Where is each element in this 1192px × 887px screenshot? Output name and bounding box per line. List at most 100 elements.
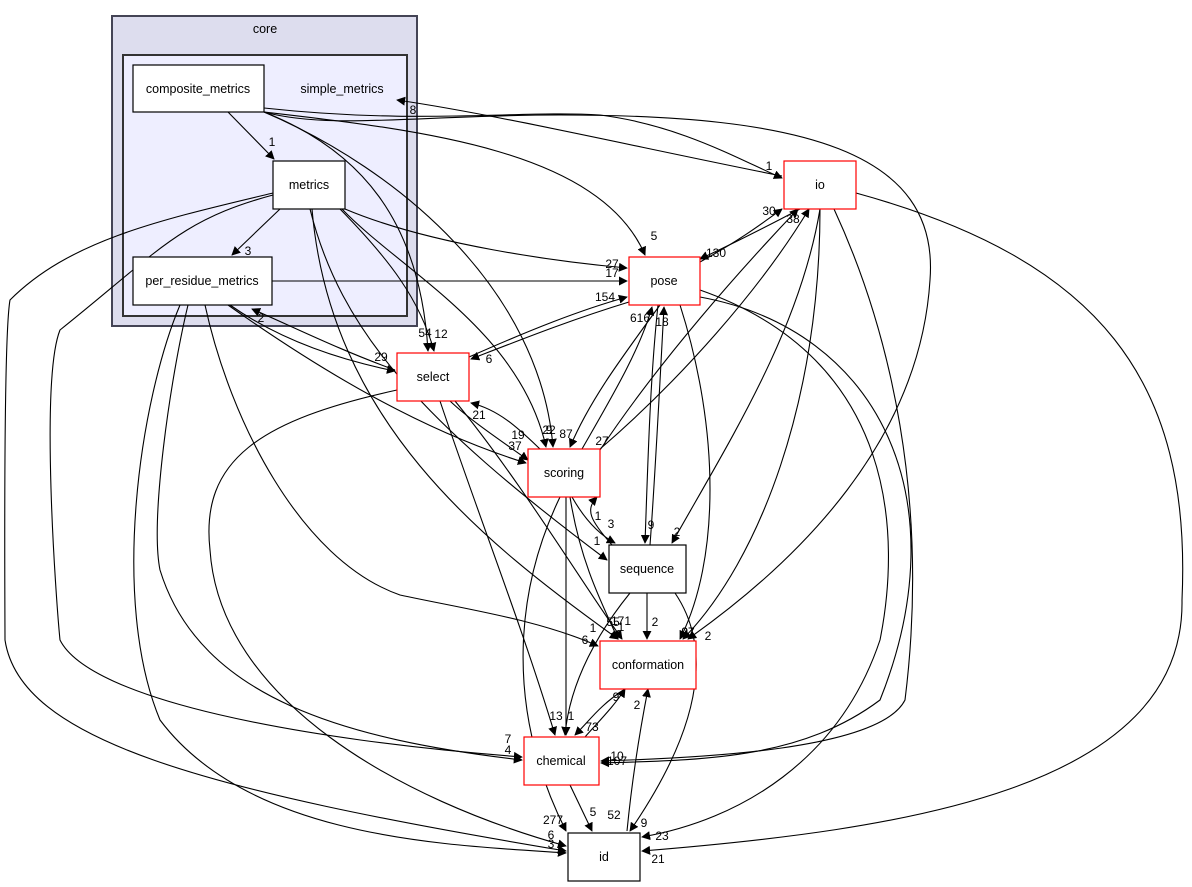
edge-label-per_residue_metrics-to-select[interactable]: 29 bbox=[374, 350, 388, 364]
node-io-label: io bbox=[815, 178, 825, 192]
edge-label-io-to-scoring[interactable]: 27 bbox=[595, 434, 609, 448]
edge-select-to-chemical bbox=[439, 400, 557, 736]
edge-label-sequence-to-chemical[interactable]: 1 bbox=[590, 621, 597, 635]
edge-labels: 1515492783271222155731729376462154619211… bbox=[245, 103, 800, 866]
edge-label-metrics-to-id[interactable]: 3 bbox=[548, 837, 555, 851]
edge-label-metrics-to-scoring[interactable]: 22 bbox=[542, 423, 556, 437]
edge-label-pose-to-sequence[interactable]: 9 bbox=[648, 518, 655, 532]
edge-per_residue_metrics-to-id bbox=[133, 304, 567, 857]
edge-label-scoring-to-id[interactable]: 52 bbox=[607, 808, 621, 822]
edge-label-scoring-to-select[interactable]: 21 bbox=[472, 408, 486, 422]
edge-label-composite_metrics-to-select[interactable]: 54 bbox=[418, 326, 432, 340]
edge-io-to-chemical bbox=[600, 208, 914, 766]
node-select-label: select bbox=[417, 370, 450, 384]
node-metrics-label: metrics bbox=[289, 178, 329, 192]
edge-label-sequence-to-scoring[interactable]: 1 bbox=[595, 509, 602, 523]
edge-label-io-to-sequence[interactable]: 2 bbox=[674, 525, 681, 539]
edge-label-select-to-pose[interactable]: 154 bbox=[595, 290, 615, 304]
edge-label-sequence-to-id[interactable]: 9 bbox=[641, 816, 648, 830]
edge-label-id-to-conformation[interactable]: 2 bbox=[634, 698, 641, 712]
node-io[interactable]: io bbox=[783, 160, 857, 210]
edge-label-sequence-to-pose[interactable]: 18 bbox=[655, 315, 669, 329]
edge-label-select-to-per_residue_metrics[interactable]: 2 bbox=[258, 311, 265, 325]
edge-label-io-to-chemical[interactable]: 107 bbox=[607, 754, 627, 768]
edge-scoring-to-io bbox=[599, 208, 810, 450]
edge-label-select-to-scoring[interactable]: 19 bbox=[511, 428, 525, 442]
node-chemical[interactable]: chemical bbox=[523, 736, 600, 786]
edge-label-io-to-simple_metrics[interactable]: 8 bbox=[410, 103, 417, 117]
edge-label-select-to-chemical[interactable]: 13 bbox=[549, 709, 563, 723]
edge-label-pose-to-scoring[interactable]: 87 bbox=[559, 427, 573, 441]
edge-label-pose-to-select[interactable]: 6 bbox=[486, 352, 493, 366]
edge-label-sequence-to-conformation[interactable]: 2 bbox=[652, 615, 659, 629]
edge-label-metrics-to-select[interactable]: 12 bbox=[434, 327, 448, 341]
node-id[interactable]: id bbox=[567, 832, 641, 882]
edge-metrics-to-select bbox=[339, 208, 437, 352]
edge-label-per_residue_metrics-to-pose[interactable]: 17 bbox=[605, 266, 619, 280]
edge-label-pose-to-conformation[interactable]: 97 bbox=[681, 625, 695, 639]
edge-label-composite_metrics-to-conformation[interactable]: 27 bbox=[681, 625, 695, 639]
node-sequence-label: sequence bbox=[620, 562, 674, 576]
edge-label-metrics-to-conformation[interactable]: 55 bbox=[606, 615, 620, 629]
edge-scoring-to-sequence bbox=[571, 496, 616, 544]
node-composite-metrics-label: composite_metrics bbox=[146, 82, 250, 96]
node-conformation-label: conformation bbox=[612, 658, 684, 672]
edge-label-select-to-conformation[interactable]: 171 bbox=[611, 614, 631, 628]
edge-label-composite_metrics-to-io[interactable]: 1 bbox=[766, 159, 773, 173]
edge-label-scoring-to-pose[interactable]: 616 bbox=[630, 311, 650, 325]
node-conformation[interactable]: conformation bbox=[599, 640, 697, 690]
edge-composite_metrics-to-conformation bbox=[263, 111, 932, 640]
edge-pose-to-sequence bbox=[640, 304, 659, 544]
edge-sequence-to-chemical bbox=[561, 592, 631, 736]
edge-label-composite_metrics-to-pose[interactable]: 5 bbox=[651, 229, 658, 243]
cluster-core-label: core bbox=[253, 22, 277, 36]
edge-metrics-to-conformation bbox=[311, 208, 619, 640]
edge-io-to-pose bbox=[699, 208, 801, 260]
edge-label-composite_metrics-to-scoring[interactable]: 9 bbox=[546, 423, 553, 437]
node-chemical-label: chemical bbox=[536, 754, 585, 768]
node-pose[interactable]: pose bbox=[628, 256, 701, 306]
edge-label-scoring-to-conformation[interactable]: 1 bbox=[618, 620, 625, 634]
edge-label-io-to-id[interactable]: 21 bbox=[651, 852, 665, 866]
edge-label-per_residue_metrics-to-conformation[interactable]: 6 bbox=[582, 633, 589, 647]
edge-io-to-sequence bbox=[671, 208, 821, 544]
edge-label-per_residue_metrics-to-scoring[interactable]: 37 bbox=[508, 439, 522, 453]
edge-label-metrics-to-chemical[interactable]: 7 bbox=[505, 732, 512, 746]
edge-id-to-conformation bbox=[626, 688, 651, 832]
edge-label-per_residue_metrics-to-id[interactable]: 6 bbox=[548, 828, 555, 842]
edge-per_residue_metrics-to-chemical bbox=[156, 304, 523, 764]
node-scoring[interactable]: scoring bbox=[527, 448, 601, 498]
edge-label-composite_metrics-to-metrics[interactable]: 1 bbox=[269, 135, 276, 149]
edge-label-conformation-to-chemical[interactable]: 73 bbox=[585, 720, 599, 734]
edge-label-select-to-id[interactable]: 277 bbox=[543, 813, 563, 827]
edge-label-pose-to-chemical[interactable]: 10 bbox=[610, 749, 624, 763]
node-composite-metrics[interactable]: composite_metrics bbox=[132, 64, 265, 113]
edge-label-metrics-to-sequence[interactable]: 1 bbox=[594, 534, 601, 548]
edge-label-scoring-to-sequence[interactable]: 3 bbox=[608, 517, 615, 531]
node-per-residue-metrics[interactable]: per_residue_metrics bbox=[132, 256, 273, 306]
edge-label-pose-to-id[interactable]: 23 bbox=[655, 829, 669, 843]
edge-scoring-to-pose bbox=[581, 306, 655, 450]
edge-label-io-to-pose[interactable]: 130 bbox=[706, 246, 726, 260]
edge-label-pose-to-io[interactable]: 30 bbox=[762, 204, 776, 218]
node-id-label: id bbox=[599, 850, 609, 864]
edge-label-chemical-to-conformation[interactable]: 9 bbox=[613, 690, 620, 704]
edge-label-per_residue_metrics-to-chemical[interactable]: 4 bbox=[505, 743, 512, 757]
edge-label-io-to-conformation[interactable]: 2 bbox=[705, 629, 712, 643]
edge-label-scoring-to-chemical[interactable]: 1 bbox=[568, 709, 575, 723]
edge-label-chemical-to-id[interactable]: 5 bbox=[590, 805, 597, 819]
edge-label-metrics-to-per_residue_metrics[interactable]: 3 bbox=[245, 244, 252, 258]
edge-label-scoring-to-io[interactable]: 38 bbox=[786, 212, 800, 226]
edge-label-metrics-to-pose[interactable]: 27 bbox=[605, 257, 619, 271]
node-per-residue-metrics-label: per_residue_metrics bbox=[145, 274, 258, 288]
edge-chemical-to-id bbox=[569, 784, 593, 832]
node-select[interactable]: select bbox=[396, 352, 470, 402]
edge-chemical-to-conformation bbox=[584, 688, 626, 738]
edge-io-to-scoring bbox=[599, 208, 799, 451]
node-sequence[interactable]: sequence bbox=[608, 544, 687, 594]
edge-pose-to-conformation bbox=[679, 304, 711, 640]
edge-composite_metrics-to-metrics bbox=[227, 111, 275, 160]
node-pose-label: pose bbox=[650, 274, 677, 288]
node-metrics[interactable]: metrics bbox=[272, 160, 346, 210]
